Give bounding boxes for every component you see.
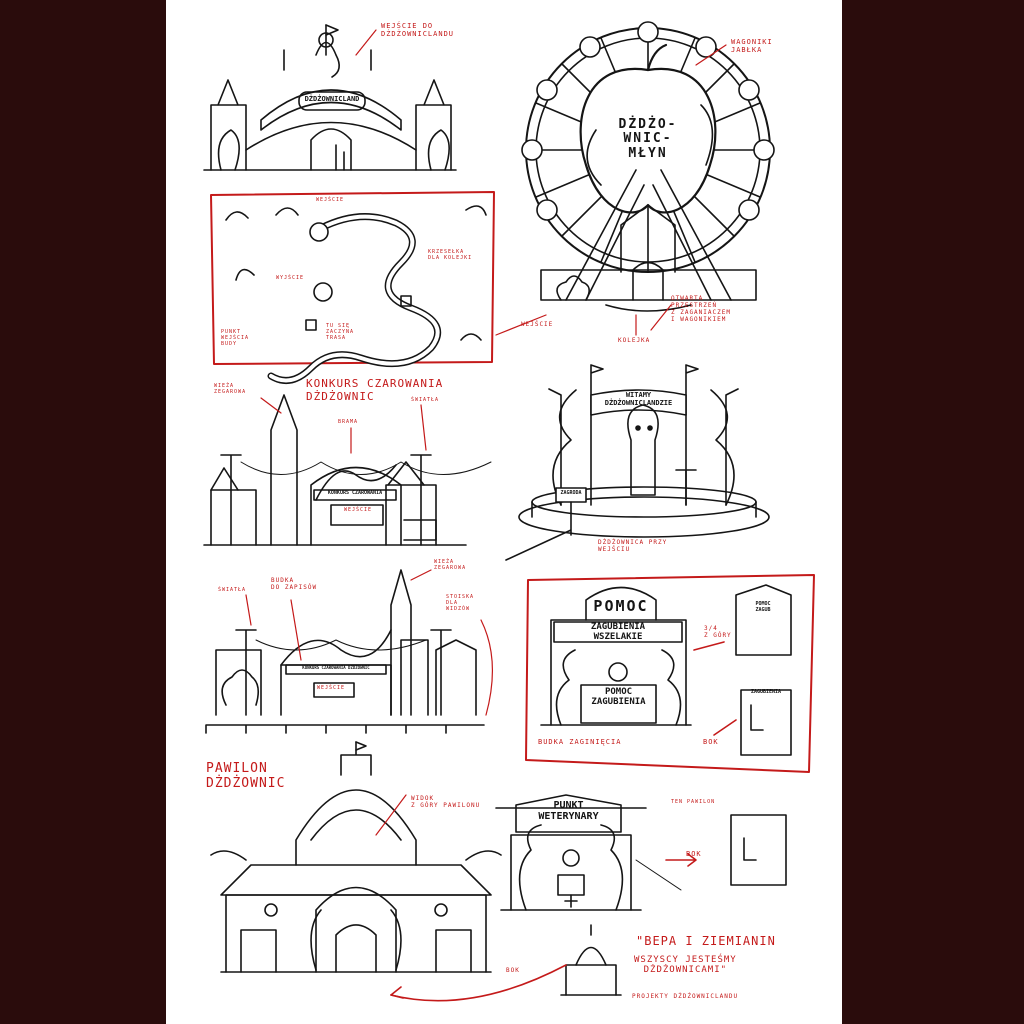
note-three-quarter-view: 3/4 Z GÓRY [704, 625, 732, 639]
note-vet-pavilion: TEN PAWILON [671, 799, 716, 805]
vet-point-sign: PUNKT WETERYNARY [538, 800, 599, 822]
lost-found-banner: ZAGUBIENIA WSZELAKIE [590, 622, 646, 642]
note-map-exit: WYJŚCIE [276, 275, 305, 281]
note-side-vet: BOK [686, 850, 702, 858]
note-clock-tower-side: WIEŻA ZEGAROWA [434, 559, 467, 571]
magic-contest-entrance-side: WEJŚCIE [317, 685, 346, 691]
park-map-sketch [210, 191, 495, 384]
magic-contest-sign-side: KONKURS CZAROWANIA DŻDŻOWNIC [302, 665, 370, 670]
note-open-space: OTWARTA PRZESTRZEŃ Z ZAGANIACZEM I WAGON… [671, 295, 731, 323]
note-lights-front: ŚWIATŁA [411, 397, 440, 403]
concept-art-drawing [203, 21, 815, 1002]
note-lights-side: ŚWIATŁA [218, 587, 247, 593]
magic-contest-entrance-front: WEJŚCIE [344, 507, 373, 513]
magic-contest-front-sketch [203, 394, 492, 546]
mini-lost-found-top-sign: POMOC ZAGUB [755, 601, 771, 613]
ferris-apple-sign: DŻDŻO- WNIC- MŁYN [618, 117, 678, 161]
note-wheel-entrance: WEJŚCIE [521, 321, 554, 328]
note-apple-cars: WAGONIKI JABŁKA [731, 38, 773, 55]
note-map-point: PUNKT WEJŚCIA BUDY [221, 329, 250, 347]
pavilion-title: PAWILON DŻDŻOWNIC [206, 761, 286, 791]
welcome-stage-caption: DŻDŻOWNICA PRZY WEJŚCIU [598, 539, 668, 553]
note-map-track: TU SIĘ ZACZYNA TRASA [326, 323, 355, 341]
welcome-stage-sketch [505, 364, 770, 561]
note-map-entry: WEJŚCIE [316, 197, 345, 203]
small-pavilion-sketch [390, 924, 622, 1002]
welcome-banner: WITAMY DŻDŻOWNICLANDZIE [604, 391, 673, 407]
note-clock-tower-front: WIEŻA ZEGAROWA [214, 383, 247, 395]
magic-contest-side-sketch [205, 569, 485, 734]
note-spectator-stands: STOISKA DLA WIDZÓW [446, 594, 475, 612]
mini-lost-found-side-sign: ZAGUBIENIA [750, 689, 782, 695]
entrance-gate-sketch [203, 24, 457, 171]
lost-found-caption: BUDKA ZAGINIĘCIA [538, 738, 622, 746]
note-signup-booth: BUDKA DO ZAPISÓW [271, 577, 318, 591]
magic-contest-sign-front: KONKURS CZAROWANIA [327, 490, 383, 496]
note-entrance-gate: WEJŚCIE DO DŻDŻOWNICLANDU [381, 22, 455, 39]
lost-found-sketch [525, 574, 815, 773]
vet-point-sketch [495, 794, 787, 911]
sketch-sheet: WEJŚCIE DO DŻDŻOWNICLANDU DŻDŻOWNICLAND … [166, 0, 842, 1024]
note-pavilion-view: WIDOK Z GÓRY PAWILONU [411, 795, 481, 809]
magic-contest-title: KONKURS CZAROWANIA DŻDŻOWNIC [306, 377, 444, 403]
credit-subtitle: WSZYSCY JESTEŚMY DŻDŻOWNICAMI" [634, 955, 737, 976]
lost-found-counter-sign: POMOC ZAGUBIENIA [591, 687, 646, 707]
credit-footer: PROJEKTY DŻDŻOWNICLANDU [632, 993, 739, 1000]
credit-title: "BEPA I ZIEMIANIN [636, 934, 776, 948]
note-side-footer: BOK [506, 967, 520, 974]
note-gate-front: BRAMA [338, 419, 359, 425]
ferris-wheel-sketch [521, 21, 775, 312]
lost-found-top-sign: POMOC [593, 597, 649, 615]
stage-sign-left: ZAGRODA [560, 490, 582, 496]
note-map-chairs: KRZESEŁKA DLA KOLEJKI [428, 249, 473, 261]
note-queue: KOLEJKA [618, 337, 651, 344]
gate-sign: DŻDŻOWNICLAND [304, 95, 360, 103]
pavilion-sketch [210, 741, 502, 973]
note-side-lost-found: BOK [703, 738, 719, 746]
